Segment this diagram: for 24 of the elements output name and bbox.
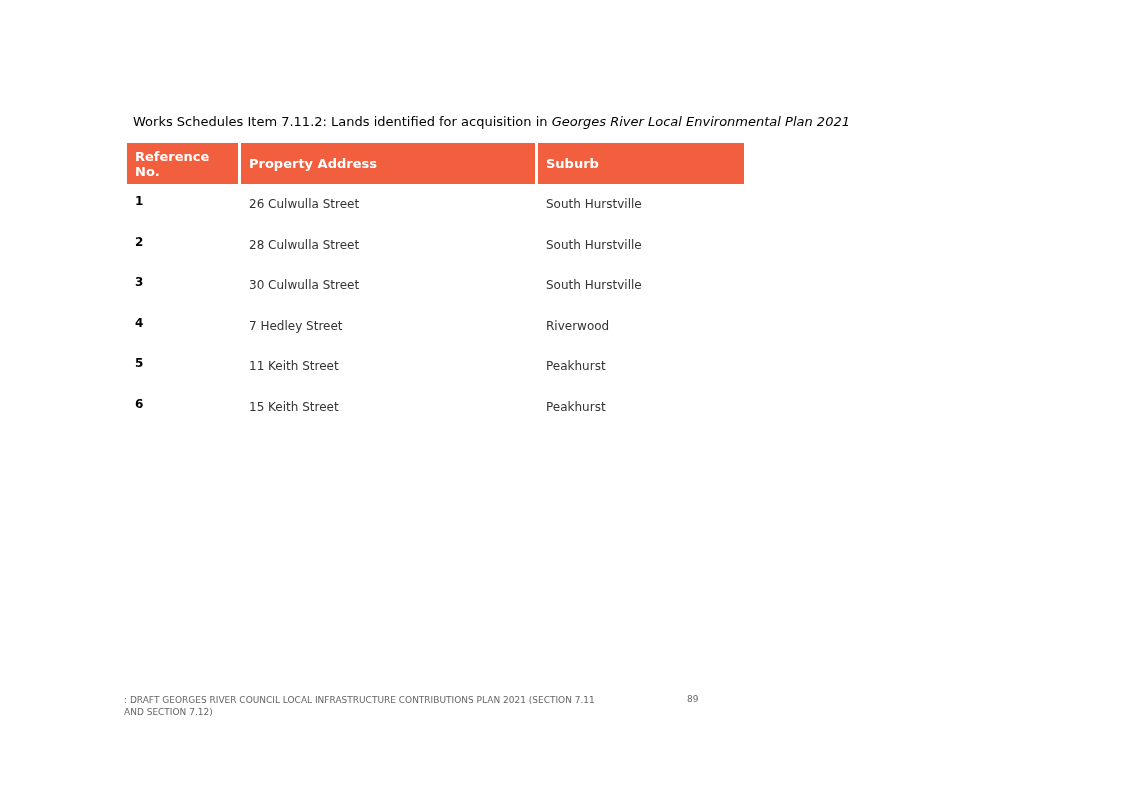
suburb-name: Peakhurst	[545, 398, 607, 416]
suburb-name: South Hurstville	[545, 236, 643, 254]
table-title: Works Schedules Item 7.11.2: Lands identified for acquisition in Georges River Local Environmental Plan 2021	[133, 114, 850, 129]
footer-text: : DRAFT GEORGES RIVER COUNCIL LOCAL INFRASTRUCTURE CONTRIBUTIONS PLAN 2021 (SECTION 7.11 AND SECTION 7.12)	[124, 694, 596, 718]
column-header: Suburb	[538, 143, 744, 184]
property-address: 28 Culwulla Street	[248, 236, 361, 254]
reference-number: 6	[134, 395, 145, 413]
reference-number: 1	[134, 193, 145, 210]
property-address: 26 Culwulla Street	[248, 196, 361, 214]
property-address: 30 Culwulla Street	[248, 277, 361, 295]
column-header: Property Address	[241, 143, 535, 184]
reference-number: 5	[134, 355, 145, 372]
property-address: 15 Keith Street	[248, 398, 340, 416]
reference-number: 3	[134, 274, 145, 291]
reference-number: 2	[134, 233, 145, 251]
page-number: 89	[687, 694, 699, 704]
suburb-name: South Hurstville	[545, 277, 643, 295]
suburb-name: South Hurstville	[545, 196, 643, 214]
column-header: Reference No.	[127, 143, 238, 184]
suburb-name: Peakhurst	[545, 358, 607, 376]
property-address: 11 Keith Street	[248, 358, 340, 376]
suburb-name: Riverwood	[545, 317, 611, 335]
property-address: 7 Hedley Street	[248, 317, 344, 335]
reference-number: 4	[134, 314, 145, 332]
